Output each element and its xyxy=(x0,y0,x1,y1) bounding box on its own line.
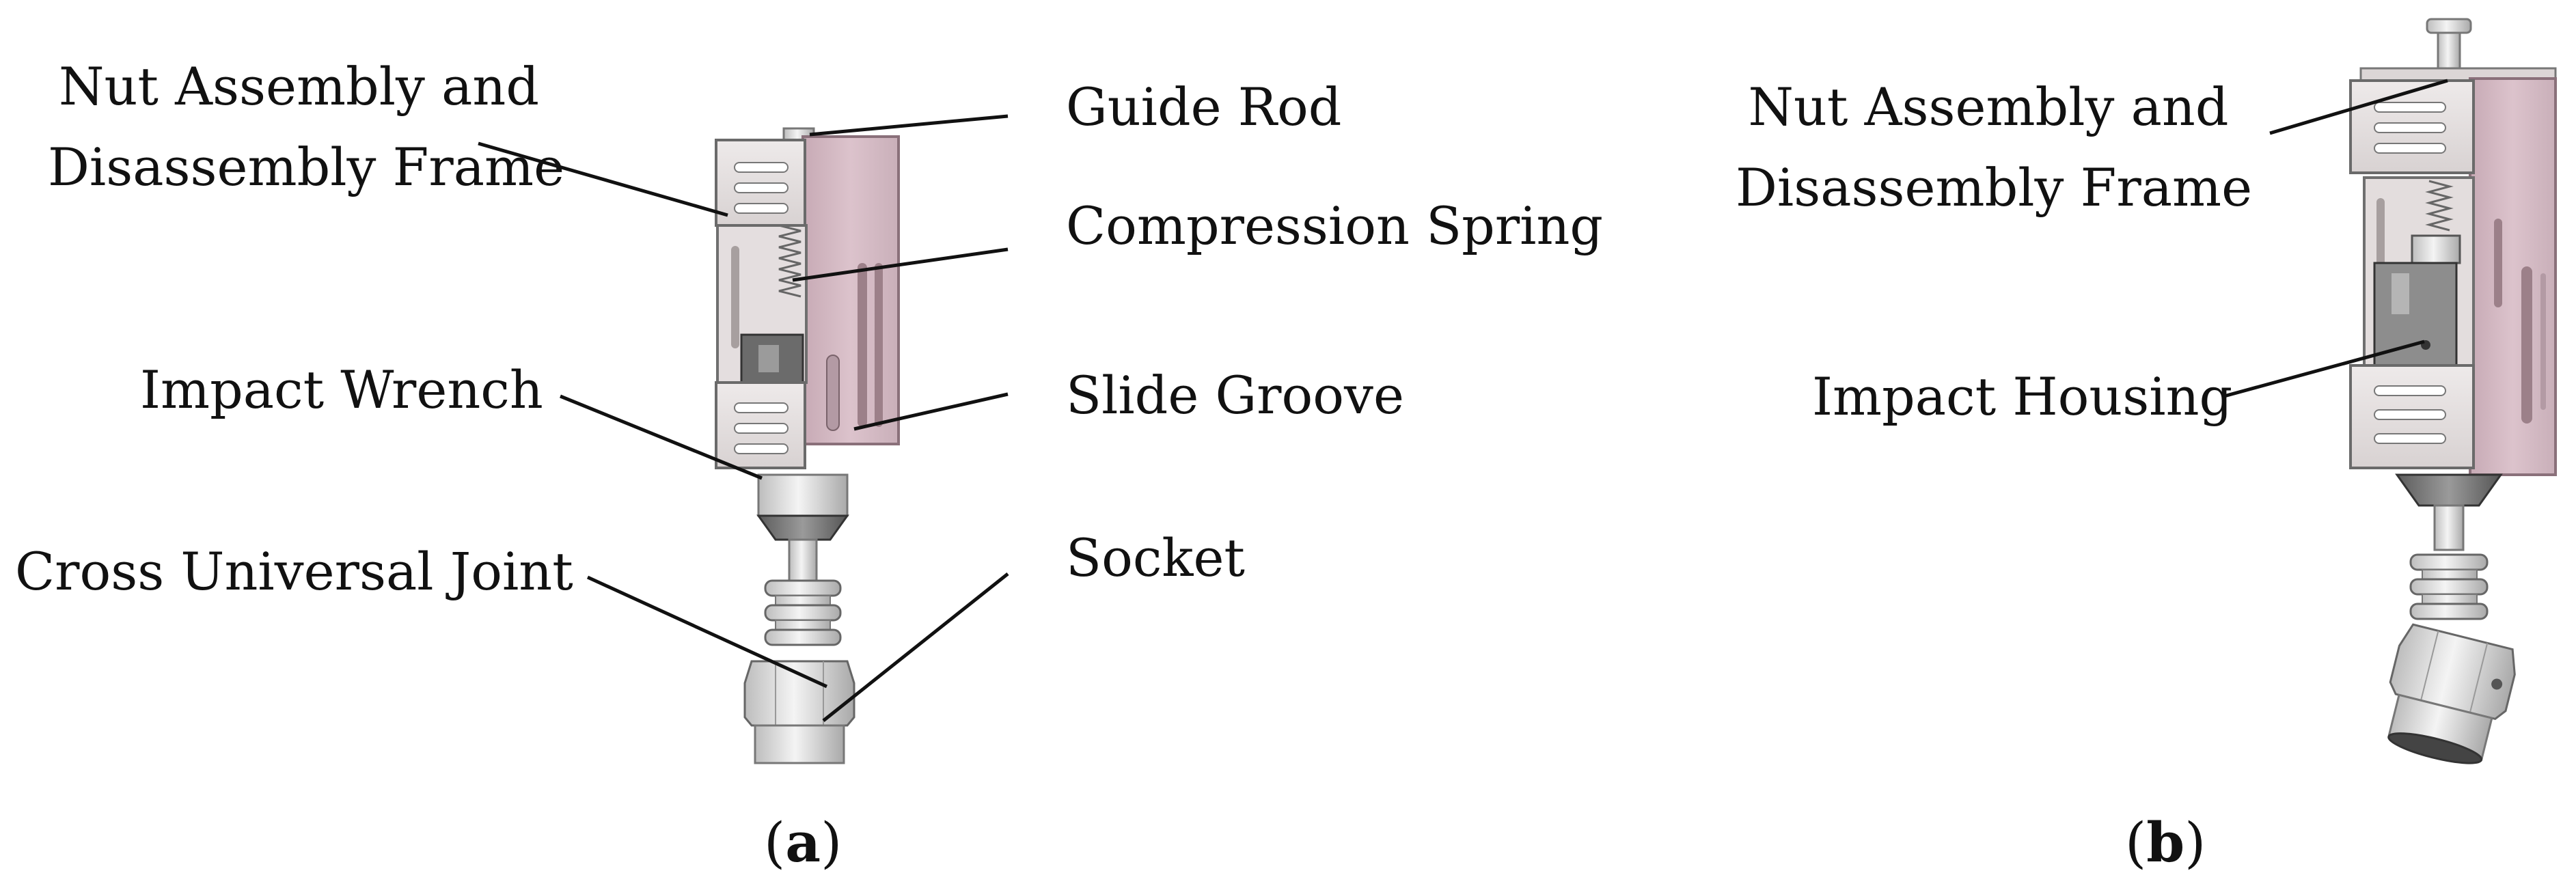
leader-cross-joint-a xyxy=(586,575,828,689)
caption-b-open: ( xyxy=(2125,811,2147,874)
leader-guide-rod-a xyxy=(809,114,1009,137)
caption-a: (a) xyxy=(764,809,842,876)
universal-joint-b xyxy=(2409,553,2489,620)
label-cross-joint-a: Cross Universal Joint xyxy=(15,541,573,602)
label-nut-frame-a: Nut Assembly and Disassembly Frame xyxy=(48,46,565,208)
label-compression-spring-a: Compression Spring xyxy=(1066,195,1604,256)
device-a xyxy=(715,127,900,764)
label-nut-frame-a-line1: Nut Assembly and xyxy=(58,56,540,117)
caption-a-letter: a xyxy=(785,810,821,874)
leader-lines xyxy=(478,79,2448,722)
leader-slide-groove-a xyxy=(853,392,1009,431)
caption-a-close: ) xyxy=(821,811,842,874)
caption-b-close: ) xyxy=(2184,811,2206,874)
slide-groove-a xyxy=(826,355,840,431)
device-b xyxy=(2349,18,2557,764)
inner-slot-a xyxy=(731,246,739,348)
socket-b xyxy=(2387,623,2516,764)
pink-panel-a xyxy=(801,135,900,445)
spring-a xyxy=(778,224,801,298)
slot-a2 xyxy=(875,263,883,427)
cone-b xyxy=(2395,473,2503,507)
label-impact-wrench-a: Impact Wrench xyxy=(140,359,543,420)
wrench-cone-a xyxy=(756,514,849,541)
label-nut-frame-a-line2: Disassembly Frame xyxy=(48,137,565,197)
slot-a1 xyxy=(858,263,867,427)
impact-housing-b xyxy=(2373,262,2458,367)
leader-impact-wrench-a xyxy=(560,394,763,480)
label-nut-frame-b: Nut Assembly and Disassembly Frame xyxy=(1736,67,2253,228)
impact-block-detail-a xyxy=(758,345,779,372)
label-guide-rod-a: Guide Rod xyxy=(1066,77,1342,137)
leader-nut-frame-b xyxy=(2269,79,2448,135)
leader-spring-a xyxy=(792,247,1009,282)
shaft-a xyxy=(788,538,818,582)
leader-socket-a xyxy=(822,572,1009,722)
socket-hex-a xyxy=(743,660,855,727)
label-socket-a: Socket xyxy=(1066,527,1245,588)
leader-impact-housing-b xyxy=(2223,340,2425,398)
universal-joint-a xyxy=(764,579,842,646)
label-impact-housing-b: Impact Housing xyxy=(1812,366,2233,427)
guide-rod-b xyxy=(2426,18,2472,34)
label-nut-frame-b-line1: Nut Assembly and xyxy=(1748,77,2229,137)
socket-body-a xyxy=(754,724,845,764)
spring-b xyxy=(2425,180,2454,232)
caption-b: (b) xyxy=(2125,809,2206,876)
shaft-b xyxy=(2433,504,2465,551)
label-slide-groove-a: Slide Groove xyxy=(1066,365,1404,426)
caption-a-open: ( xyxy=(764,811,786,874)
wrench-nose-a xyxy=(757,473,849,517)
label-nut-frame-b-line2: Disassembly Frame xyxy=(1736,157,2253,218)
caption-b-letter: b xyxy=(2146,810,2185,874)
leader-nut-frame-a xyxy=(478,141,728,217)
